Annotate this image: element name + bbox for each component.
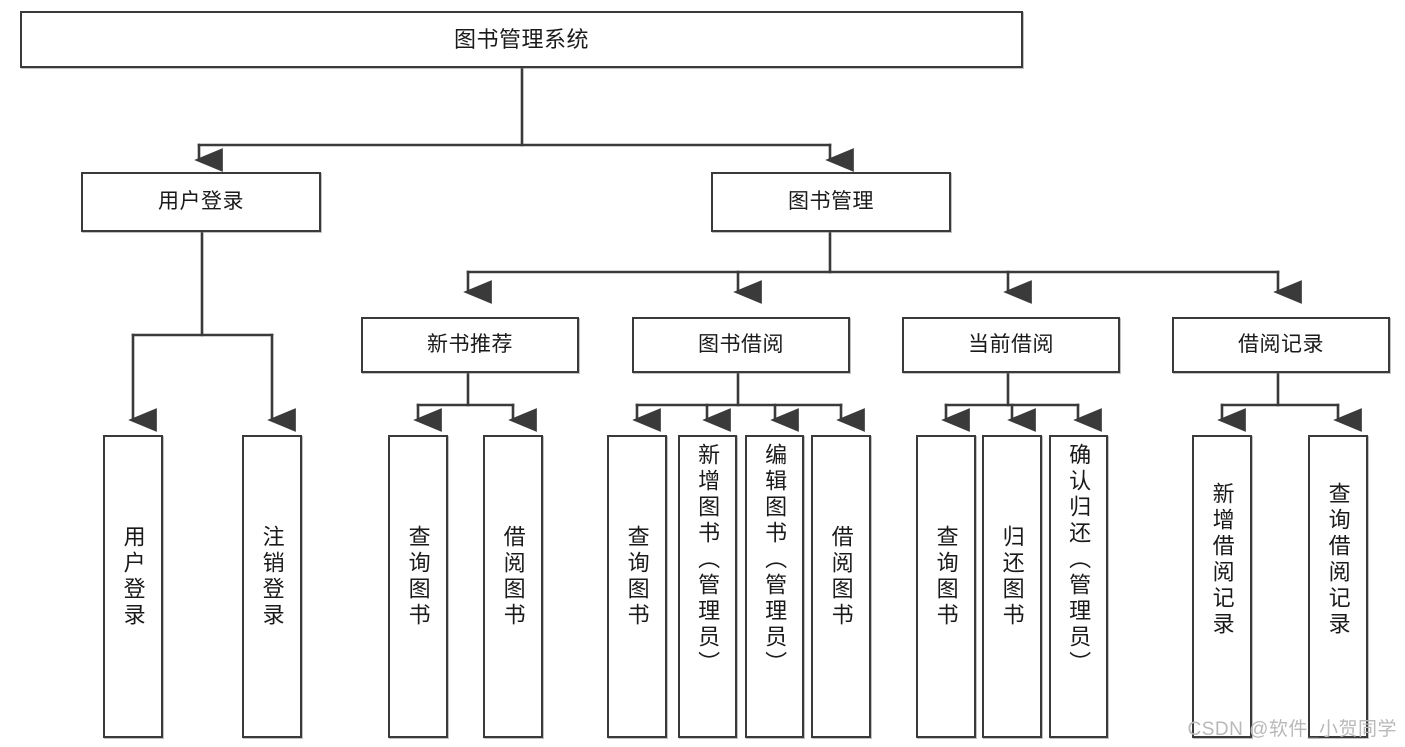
leaf-query-book-3-label: 查询图书 bbox=[933, 525, 959, 629]
watermark: CSDN @软件_小贺同学 bbox=[1187, 719, 1397, 740]
leaf-borrow-book-1-label: 借阅图书 bbox=[500, 525, 526, 629]
leaf-borrow-book-2-label: 借阅图书 bbox=[828, 525, 854, 629]
node-borrow-record[interactable]: 借阅记录 bbox=[1172, 317, 1390, 373]
leaf-user-login-label: 用户登录 bbox=[120, 525, 146, 629]
leaf-add-book[interactable]: 新增图书（管理员） bbox=[678, 435, 737, 738]
leaf-return-book-label: 归还图书 bbox=[999, 525, 1025, 629]
leaf-query-book-2-label: 查询图书 bbox=[624, 525, 650, 629]
node-book-management-label: 图书管理 bbox=[788, 189, 874, 213]
leaf-edit-book[interactable]: 编辑图书（管理员） bbox=[745, 435, 804, 738]
leaf-borrow-book-1[interactable]: 借阅图书 bbox=[483, 435, 543, 738]
node-book-management[interactable]: 图书管理 bbox=[711, 172, 951, 232]
node-root[interactable]: 图书管理系统 bbox=[20, 11, 1023, 68]
leaf-confirm-return[interactable]: 确认归还（管理员） bbox=[1049, 435, 1108, 738]
node-user-login[interactable]: 用户登录 bbox=[81, 172, 321, 232]
leaf-add-record[interactable]: 新增借阅记录 bbox=[1192, 435, 1252, 738]
node-current-borrow[interactable]: 当前借阅 bbox=[902, 317, 1120, 373]
leaf-user-logout-label: 注销登录 bbox=[259, 525, 285, 629]
leaf-query-book-3[interactable]: 查询图书 bbox=[916, 435, 976, 738]
leaf-query-book-1[interactable]: 查询图书 bbox=[388, 435, 448, 738]
node-borrow-record-label: 借阅记录 bbox=[1238, 332, 1324, 356]
leaf-query-book-1-label: 查询图书 bbox=[405, 525, 431, 629]
leaf-return-book[interactable]: 归还图书 bbox=[982, 435, 1042, 738]
leaf-confirm-return-label: 确认归还（管理员） bbox=[1066, 443, 1092, 677]
leaf-query-record-label: 查询借阅记录 bbox=[1325, 482, 1351, 638]
leaf-query-record[interactable]: 查询借阅记录 bbox=[1308, 435, 1368, 738]
node-new-book-recommend[interactable]: 新书推荐 bbox=[361, 317, 579, 373]
leaf-add-record-label: 新增借阅记录 bbox=[1209, 482, 1235, 638]
leaf-add-book-label: 新增图书（管理员） bbox=[695, 443, 721, 677]
leaf-user-login[interactable]: 用户登录 bbox=[103, 435, 163, 738]
node-current-borrow-label: 当前借阅 bbox=[968, 332, 1054, 356]
leaf-user-logout[interactable]: 注销登录 bbox=[242, 435, 302, 738]
node-book-borrow[interactable]: 图书借阅 bbox=[632, 317, 850, 373]
node-root-label: 图书管理系统 bbox=[453, 26, 589, 52]
node-user-login-label: 用户登录 bbox=[158, 189, 244, 213]
leaf-borrow-book-2[interactable]: 借阅图书 bbox=[811, 435, 871, 738]
leaf-edit-book-label: 编辑图书（管理员） bbox=[762, 443, 788, 677]
leaf-query-book-2[interactable]: 查询图书 bbox=[607, 435, 667, 738]
node-book-borrow-label: 图书借阅 bbox=[698, 332, 784, 356]
node-new-book-recommend-label: 新书推荐 bbox=[427, 332, 513, 356]
